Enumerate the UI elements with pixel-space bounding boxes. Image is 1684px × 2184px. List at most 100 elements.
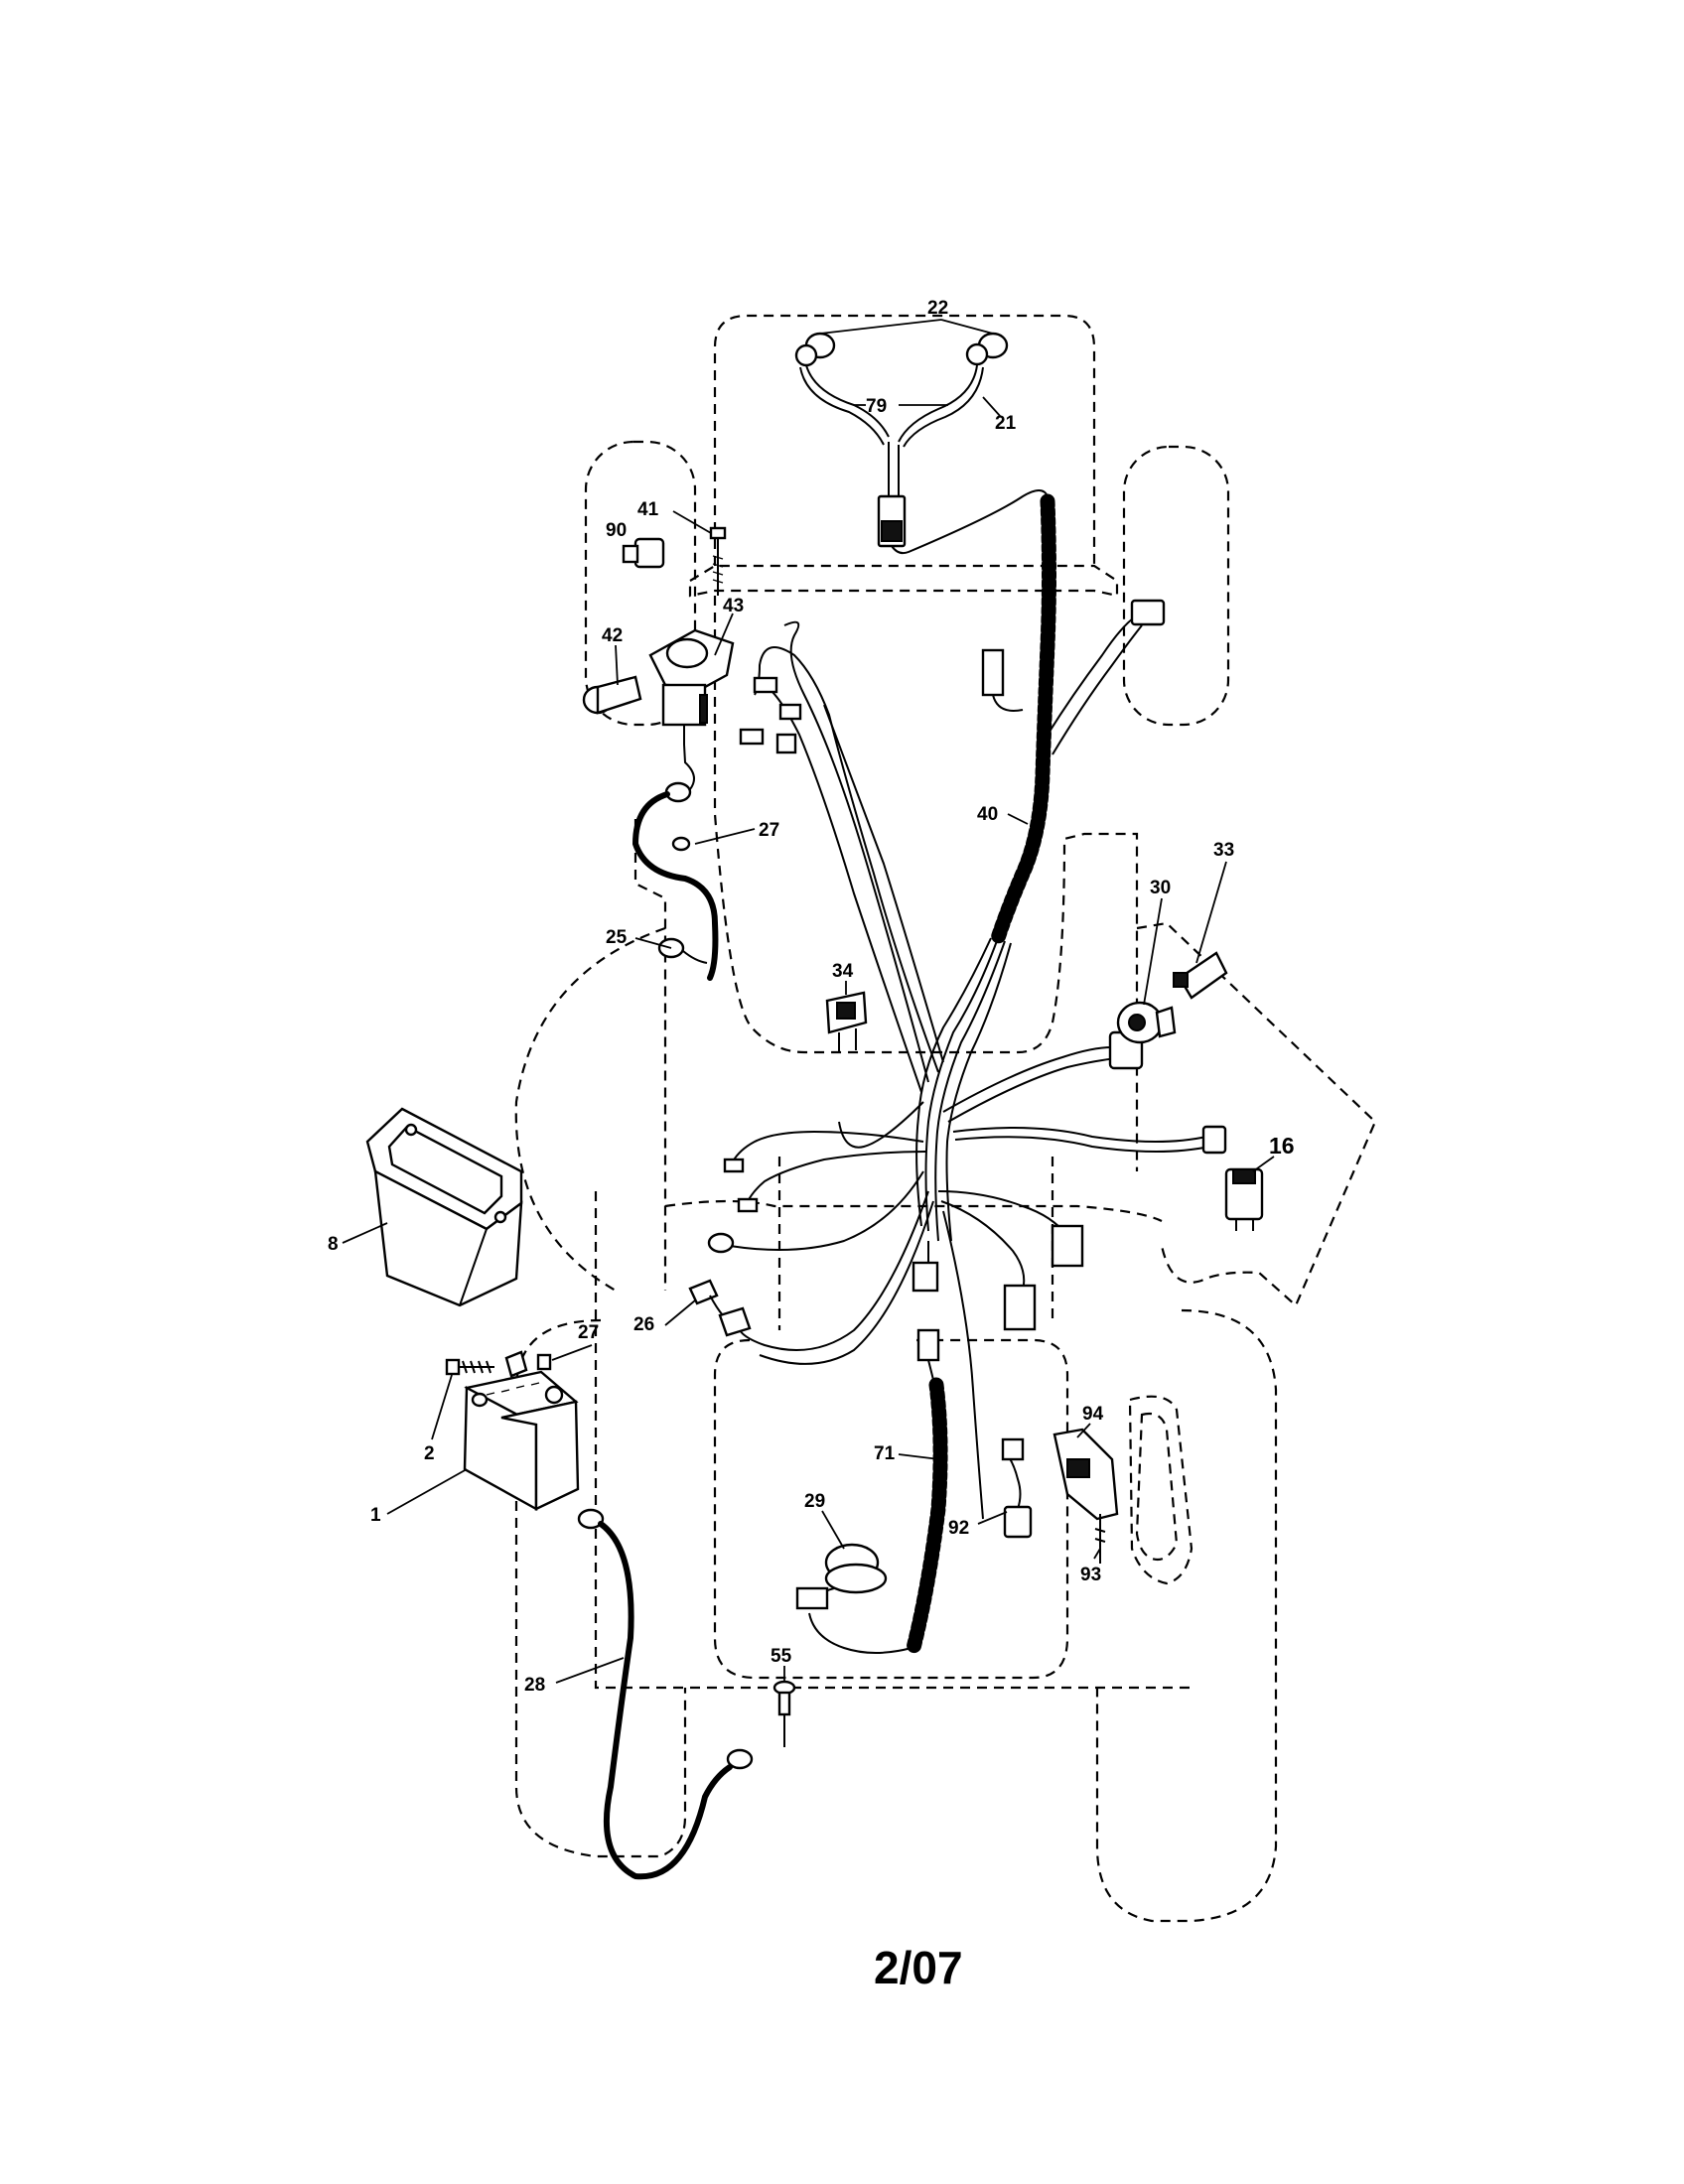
screw-93 xyxy=(1094,1514,1106,1564)
battery-terminal-pos xyxy=(544,1385,564,1405)
callout-1: 1 xyxy=(370,1505,381,1526)
bolt-2-thread xyxy=(459,1360,494,1374)
harness-branch-rear xyxy=(942,1210,984,1520)
callout-90: 90 xyxy=(606,520,627,541)
tray-edge xyxy=(459,1228,488,1306)
headlight-wire-right xyxy=(898,364,978,443)
harness-coil-upper xyxy=(990,493,1056,946)
headlight-bulb-right-socket xyxy=(965,342,989,366)
harness-connector-f xyxy=(737,1197,759,1213)
steering-column-outline xyxy=(633,819,667,1291)
harness-mid-connector xyxy=(981,648,1005,697)
rear-left-wheel-outline xyxy=(514,1318,687,1858)
callout-40: 40 xyxy=(977,804,998,825)
seat-pan-outline xyxy=(713,1338,1069,1680)
connector-26-b xyxy=(718,1306,752,1337)
leader-1 xyxy=(386,1468,468,1515)
switch-16-top xyxy=(1232,1168,1256,1184)
switch-34-rocker xyxy=(836,1002,856,1020)
console-outline xyxy=(777,1157,1054,1330)
leader-27-top xyxy=(694,828,756,845)
cable-25-upper-ring xyxy=(664,781,692,803)
rear-frame-outline xyxy=(594,1191,1192,1690)
harness-connector-b xyxy=(778,703,802,721)
leader-40 xyxy=(1007,813,1029,825)
battery-vent-caps xyxy=(486,1382,540,1396)
headlight-wire-left-2 xyxy=(799,366,885,446)
leader-lines xyxy=(342,319,1275,1684)
callout-94: 94 xyxy=(1082,1404,1104,1425)
cable-25 xyxy=(632,791,719,981)
callout-42: 42 xyxy=(602,625,623,646)
left-fender-outline xyxy=(514,926,666,1292)
bolt-2-head xyxy=(445,1358,461,1376)
body-outline xyxy=(713,596,1139,1171)
callout-55: 55 xyxy=(771,1646,792,1667)
part-29-module xyxy=(795,1543,888,1610)
harness-branch-26-b xyxy=(759,1200,934,1365)
battery-side xyxy=(500,1400,580,1511)
module-29-connector xyxy=(795,1586,829,1610)
harness-ring-terminal xyxy=(707,1232,735,1254)
harness-branch-16-b xyxy=(954,1136,1210,1153)
battery-terminal-neg xyxy=(471,1392,489,1408)
part-30-ignition-switch xyxy=(1116,1001,1177,1044)
harness-branch-34 xyxy=(838,1101,924,1149)
part-55-screw xyxy=(772,1680,796,1747)
right-connector xyxy=(1130,599,1166,626)
harness-branch-right-2 xyxy=(1052,624,1143,755)
nut-27-lower xyxy=(536,1353,552,1371)
part-26-connector xyxy=(688,1279,752,1337)
harness-71-coil xyxy=(906,1377,948,1656)
harness-mid-wire xyxy=(992,694,1024,712)
harness-branch-upper-left-3 xyxy=(754,646,939,1073)
callout-92: 92 xyxy=(948,1518,969,1539)
callout-22: 22 xyxy=(927,298,948,319)
screw-55-shank xyxy=(777,1691,791,1716)
switch-92-body xyxy=(1003,1505,1033,1539)
headlight-assembly xyxy=(794,332,1049,555)
leader-42 xyxy=(615,644,619,686)
part-2-bolt xyxy=(445,1358,494,1376)
harness-71-to-29 xyxy=(808,1612,912,1654)
leader-41 xyxy=(672,510,712,534)
leader-26 xyxy=(664,1299,696,1326)
callout-27-top: 27 xyxy=(759,820,779,841)
harness-connector-d xyxy=(775,733,797,754)
headlight-wire-drop xyxy=(888,442,900,501)
bolt-41-head xyxy=(709,526,727,540)
callout-16: 16 xyxy=(1269,1133,1295,1159)
part-33-key xyxy=(1173,951,1228,1000)
harness-connector-a xyxy=(753,676,778,694)
front-frame-outline xyxy=(688,564,1119,598)
harness-branch-upper-left-1 xyxy=(783,620,929,1083)
callout-93: 93 xyxy=(1080,1565,1101,1585)
leader-22-left xyxy=(819,319,942,335)
callout-labels: 22 79 21 41 90 43 42 40 27 25 34 30 33 1… xyxy=(328,298,1295,1696)
cable-28-bottom-ring xyxy=(726,1748,754,1770)
leader-21 xyxy=(982,396,1002,418)
leader-92 xyxy=(977,1511,1008,1525)
leader-43 xyxy=(714,613,734,656)
part-93-screw xyxy=(1094,1514,1106,1564)
tractor-outline xyxy=(514,314,1377,1923)
leader-22-right xyxy=(940,319,994,335)
part-43-solenoid xyxy=(648,628,735,745)
connector-26-wire xyxy=(709,1295,724,1316)
part-27-nut-lower xyxy=(504,1350,552,1378)
headlight-bulb-left-socket xyxy=(794,343,818,367)
leader-16 xyxy=(1252,1156,1275,1172)
harness-connector-g xyxy=(1051,1224,1084,1268)
part-92-switch xyxy=(1001,1437,1033,1539)
switch-34-terminals xyxy=(838,1028,857,1052)
nut-27-top xyxy=(671,836,691,852)
part-34-switch xyxy=(825,991,868,1052)
hood-outline xyxy=(713,314,1096,566)
harness-connector-e xyxy=(723,1158,745,1173)
callout-2: 2 xyxy=(424,1443,435,1464)
ignition-nut xyxy=(1155,1006,1177,1038)
leader-29 xyxy=(821,1510,845,1550)
leader-25 xyxy=(634,937,672,949)
callout-21: 21 xyxy=(995,413,1017,434)
